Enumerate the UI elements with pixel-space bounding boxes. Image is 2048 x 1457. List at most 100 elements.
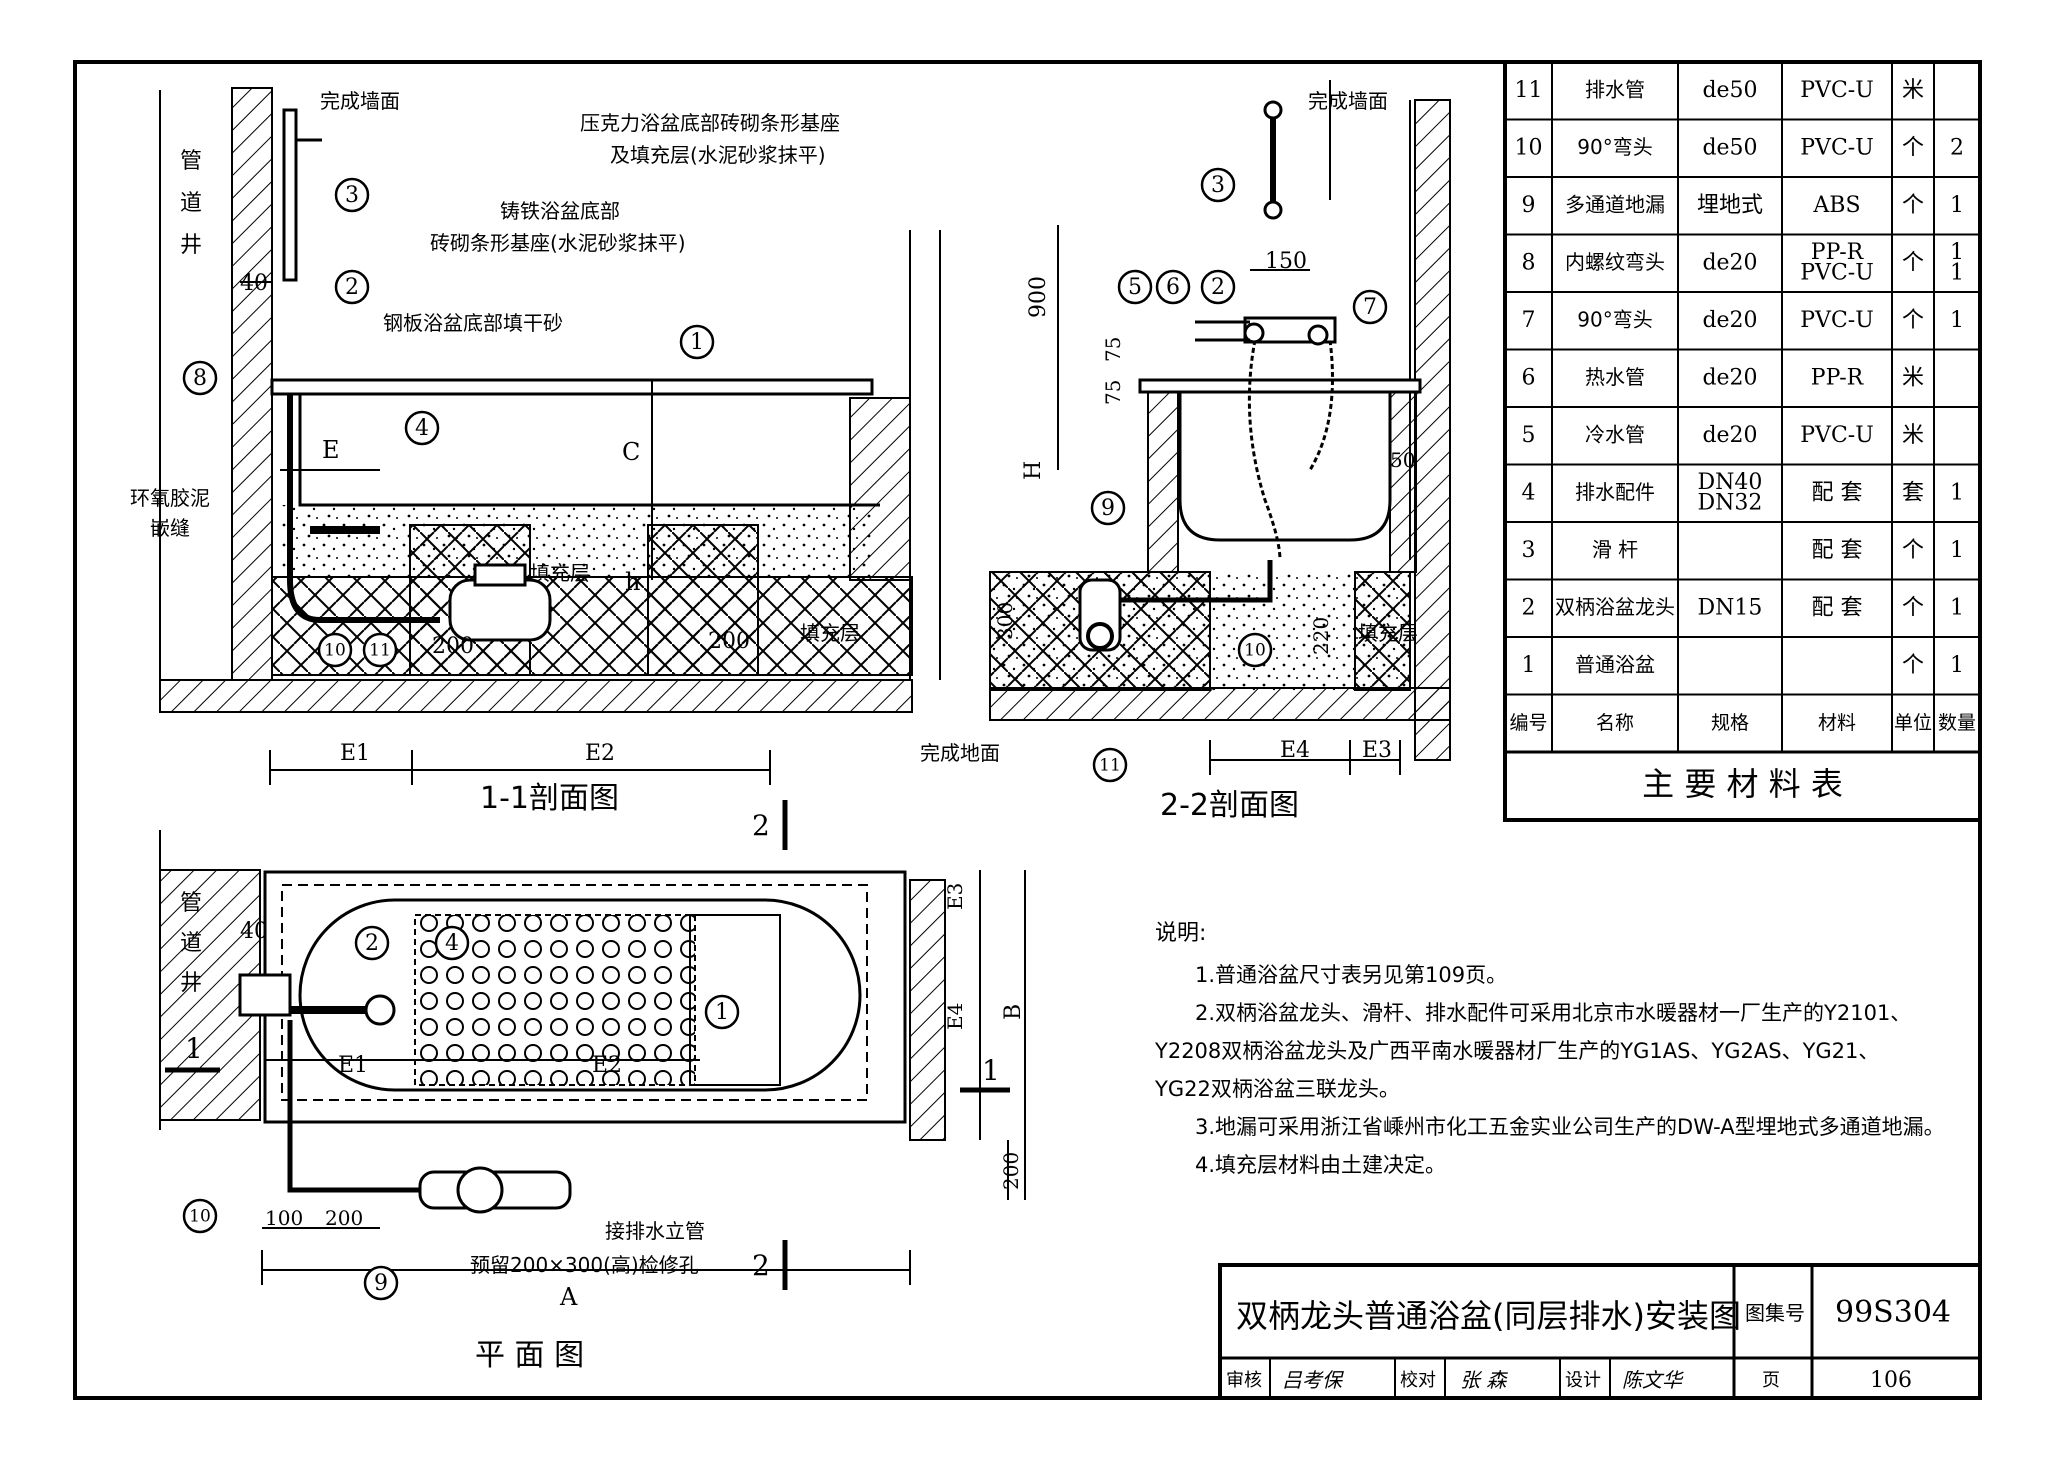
- finished-floor-label: 完成地面: [920, 741, 1000, 765]
- table-cell: PP-R: [1811, 365, 1865, 390]
- plan-view: [159, 800, 1026, 1290]
- acrylic-base-2: 及填充层(水泥砂浆抹平): [610, 143, 826, 167]
- outer-frame: [73, 60, 1982, 1400]
- check-label: 校对: [1400, 1370, 1436, 1391]
- table-cell: 米: [1902, 423, 1924, 448]
- left-wall: [231, 87, 273, 681]
- note-1: 1.普通浴盆尺寸表另见第109页。: [1195, 963, 1507, 987]
- table-header-cell: 材料: [1818, 712, 1856, 734]
- table-cell: 米: [1902, 78, 1924, 103]
- item-marker-circle: [363, 1265, 399, 1301]
- table-cell: 个: [1902, 538, 1924, 563]
- item-marker-label: 8: [193, 366, 207, 391]
- table-cell: 1: [1522, 653, 1536, 678]
- steel-base-label: 钢板浴盆底部填干砂: [383, 311, 563, 335]
- item-marker-circle: [1200, 167, 1236, 203]
- pipe-shaft-plan-3: 井: [180, 971, 202, 996]
- table-cell: 滑 杆: [1592, 537, 1638, 561]
- item-marker-label: 10: [189, 1207, 211, 1227]
- check-signature: 张 森: [1460, 1368, 1508, 1392]
- item-marker-circle: [1352, 289, 1388, 325]
- dim-150: 150: [1265, 249, 1307, 274]
- dim-900: 900: [1026, 276, 1051, 318]
- table-cell: PVC-U: [1800, 308, 1874, 333]
- table-header-cell: 名称: [1596, 712, 1634, 734]
- epoxy-label-1: 环氧胶泥: [130, 486, 210, 510]
- plan-dim-E2: E2: [592, 1053, 622, 1078]
- table-cell: 4: [1522, 480, 1536, 505]
- finished-wall-label-2: 完成墙面: [1308, 89, 1388, 113]
- design-signature: 陈文华: [1622, 1368, 1684, 1392]
- atlas-label: 图集号: [1745, 1301, 1805, 1325]
- table-cell: 9: [1522, 193, 1536, 218]
- item-marker-circle: [182, 360, 218, 396]
- dim-75b: 75: [1101, 380, 1125, 405]
- cut-mark-2-top: 2: [752, 809, 770, 842]
- plan-dim-E3: E3: [943, 883, 967, 910]
- table-cell: PVC-U: [1800, 261, 1874, 286]
- table-cell: 个: [1902, 595, 1924, 620]
- plan-dim-B: B: [1001, 1004, 1026, 1020]
- section-2-2: [989, 80, 1451, 775]
- item-marker-circle: [679, 324, 715, 360]
- item-marker-circle: [404, 410, 440, 446]
- table-cell: de50: [1702, 135, 1757, 160]
- table-cell: de20: [1702, 250, 1757, 275]
- dim-200c: 200: [325, 1206, 363, 1230]
- pipe-shaft-3: 井: [180, 233, 202, 258]
- title-block: [1218, 1263, 1982, 1400]
- note-2-end: YG22双柄浴盆三联龙头。: [1154, 1077, 1400, 1101]
- table-cell: 排水管: [1585, 77, 1645, 101]
- design-label: 设计: [1565, 1370, 1601, 1391]
- table-cell: de20: [1702, 423, 1757, 448]
- dim-E: E: [322, 436, 340, 464]
- table-cell: 配 套: [1812, 538, 1863, 563]
- table-cell: 个: [1902, 135, 1924, 160]
- item-marker-circle: [1090, 490, 1126, 526]
- pipe-shaft-plan-2: 道: [180, 931, 202, 956]
- dim-200b: 200: [708, 629, 750, 654]
- dim-50: 50: [1390, 448, 1415, 472]
- note-4: 4.填充层材料由土建决定。: [1195, 1153, 1446, 1177]
- table-cell: PP-R: [1811, 240, 1865, 265]
- table-cell: 个: [1902, 653, 1924, 678]
- cut-mark-1-right: 1: [982, 1054, 1000, 1087]
- note-2-cont: Y2208双柄浴盆龙头及广西平南水暖器材厂生产的YG1AS、YG2AS、YG21…: [1154, 1039, 1879, 1063]
- table-cell: 内螺纹弯头: [1565, 250, 1665, 274]
- pipe-shaft-1: 管: [180, 149, 202, 174]
- drawing-text: 完成墙面 完成墙面 管 道 井 管 道 井 压克力浴盆底部砖砌条形基座 及填充层…: [130, 89, 1951, 1393]
- dim-E1: E1: [340, 741, 370, 766]
- plan-title: 平 面 图: [475, 1338, 584, 1373]
- table-cell: PVC-U: [1800, 78, 1874, 103]
- fill-layer-label-3: 填充层: [1358, 621, 1418, 645]
- section-2-2-title: 2-2剖面图: [1160, 788, 1299, 823]
- table-header-cell: 数量: [1938, 712, 1976, 734]
- dim-40a: 40: [240, 271, 268, 296]
- item-marker-label: 4: [445, 931, 459, 956]
- table-header-cell: 规格: [1711, 712, 1749, 734]
- pipe-shaft-plan-1: 管: [180, 891, 202, 916]
- table-cell: DN32: [1698, 491, 1763, 516]
- item-marker-label: 1: [690, 330, 704, 355]
- table-cell: 1: [1950, 261, 1964, 286]
- dim-E3: E3: [1362, 738, 1392, 763]
- item-marker-circle: [1237, 632, 1273, 668]
- cut-mark-1-left: 1: [185, 1032, 203, 1065]
- item-marker-label: 7: [1363, 295, 1377, 320]
- dim-75a: 75: [1101, 337, 1125, 362]
- floor-drain-section: [448, 578, 552, 642]
- table-cell: 个: [1902, 308, 1924, 333]
- item-marker-circle: [334, 269, 370, 305]
- plan-dim-E1: E1: [338, 1053, 368, 1078]
- item-marker-label: 4: [415, 416, 429, 441]
- item-marker-label: 6: [1166, 275, 1180, 300]
- section-1-1-title: 1-1剖面图: [480, 781, 619, 816]
- table-cell: PVC-U: [1800, 423, 1874, 448]
- table-cell: 11: [1515, 78, 1543, 103]
- section-1-1: [159, 87, 941, 785]
- plan-dim-A: A: [559, 1283, 578, 1311]
- item-marker-label: 3: [345, 183, 359, 208]
- item-marker-label: 9: [1101, 496, 1115, 521]
- item-marker-circle: [704, 994, 740, 1030]
